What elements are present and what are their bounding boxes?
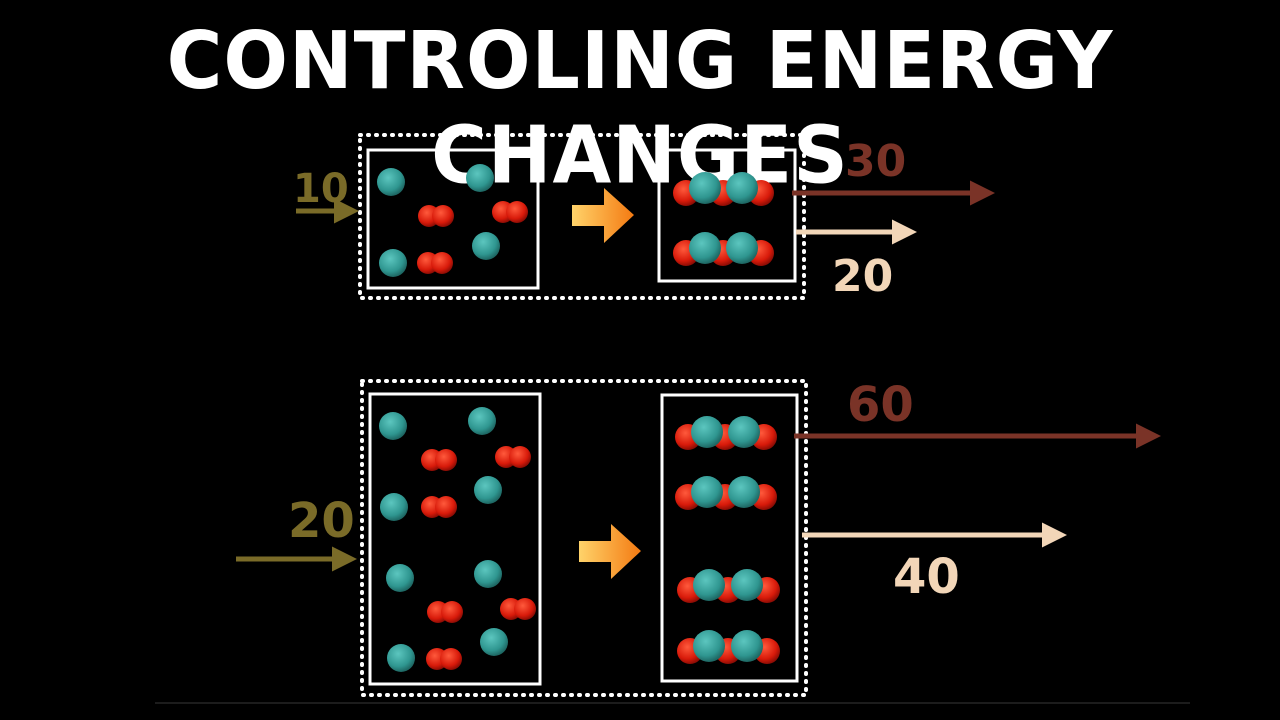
reactants-box (366, 148, 540, 290)
products-box (657, 148, 797, 283)
product-molecule (677, 569, 780, 603)
red-molecule (492, 201, 528, 223)
teal-atom (387, 644, 415, 672)
teal-atom (379, 249, 407, 277)
products-bottom (675, 416, 780, 664)
teal-atom (472, 232, 500, 260)
teal-atom (468, 407, 496, 435)
energy-in-label: 20 (288, 493, 355, 549)
system-boundary (358, 133, 806, 300)
teal-atom (466, 164, 494, 192)
teal-atom (380, 493, 408, 521)
red-molecule (495, 446, 531, 468)
teal-atom (480, 628, 508, 656)
reaction-arrow (579, 524, 641, 579)
energy-out-lower-label: 40 (893, 549, 960, 605)
red-molecule (500, 598, 536, 620)
reaction-top: 10 30 20 (293, 133, 995, 302)
product-molecule (677, 630, 780, 664)
energy-out-upper-label: 30 (845, 136, 906, 187)
reaction-arrow (572, 188, 634, 243)
teal-atom (474, 560, 502, 588)
products-top (673, 172, 774, 266)
red-molecule (421, 449, 457, 471)
red-molecule (417, 252, 453, 274)
energy-out-lower-label: 20 (832, 251, 893, 302)
reactants-bottom (379, 407, 536, 672)
products-box (660, 393, 799, 683)
red-molecule (427, 601, 463, 623)
page-title: CONTROLING ENERGY CHANGES (166, 13, 1114, 202)
product-molecule (675, 416, 777, 450)
product-molecule (675, 476, 777, 510)
red-molecule (421, 496, 457, 518)
teal-atom (386, 564, 414, 592)
teal-atom (474, 476, 502, 504)
product-molecule (673, 172, 774, 206)
energy-in-label: 10 (293, 166, 349, 212)
teal-atom (379, 412, 407, 440)
system-boundary (360, 379, 808, 697)
reaction-bottom: 20 60 40 (236, 377, 1161, 697)
energy-out-upper-label: 60 (847, 377, 914, 433)
reactants-top (377, 164, 528, 277)
reactants-box (368, 392, 542, 686)
teal-atom (377, 168, 405, 196)
red-molecule (426, 648, 462, 670)
product-molecule (673, 232, 774, 266)
red-molecule (418, 205, 454, 227)
